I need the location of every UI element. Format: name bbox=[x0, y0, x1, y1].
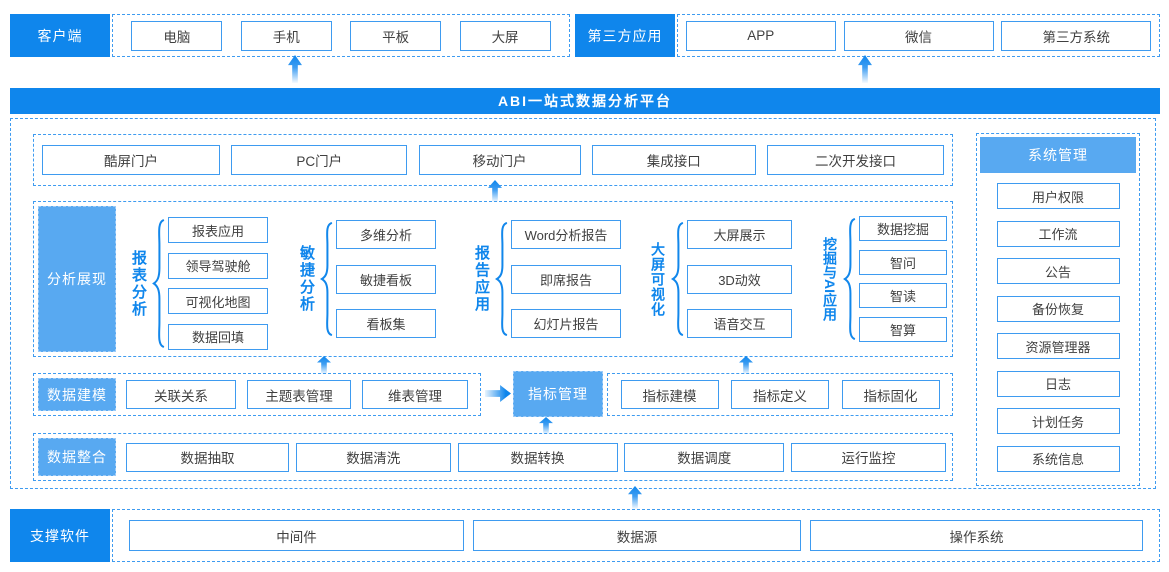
system-item-box: 公告 bbox=[996, 258, 1120, 284]
analysis-group: 报表分析 报表应用 领导驾驶舱 可视化地图 数据回填 bbox=[128, 217, 268, 350]
indicator-item-box: 指标固化 bbox=[841, 380, 940, 409]
integration-item-box: 数据调度 bbox=[624, 442, 785, 472]
analysis-item-box: 大屏展示 bbox=[687, 220, 792, 249]
brace-icon bbox=[495, 222, 508, 336]
right-arrow-icon bbox=[485, 385, 511, 402]
analysis-group-name: 报表分析 bbox=[130, 249, 147, 318]
analysis-item-box: 语音交互 bbox=[687, 309, 792, 338]
system-management-label: 系统管理 bbox=[980, 137, 1136, 173]
third-party-panel-label: 第三方应用 bbox=[575, 14, 675, 57]
system-management-container: 系统管理 用户权限 工作流 公告 备份恢复 资源管理器 日志 计划任务 系统信息 bbox=[976, 133, 1140, 486]
analysis-item-box: 智问 bbox=[859, 249, 947, 275]
support-item-box: 中间件 bbox=[129, 520, 464, 551]
analysis-section: 分析展现 报表分析 报表应用 领导驾驶舱 可视化地图 数据回填 敏捷分析 多维分… bbox=[33, 201, 953, 357]
system-item-box: 资源管理器 bbox=[996, 333, 1120, 359]
indicator-container: 指标建模 指标定义 指标固化 bbox=[607, 373, 953, 416]
analysis-item-box: 3D动效 bbox=[687, 264, 792, 294]
modeling-item-box: 维表管理 bbox=[362, 380, 468, 409]
analysis-group: 挖掘与AI应用 数据挖掘 智问 智读 智算 bbox=[820, 216, 947, 342]
analysis-group-name: 敏捷分析 bbox=[298, 245, 315, 313]
third-party-container: APP 微信 第三方系统 bbox=[677, 14, 1160, 57]
up-arrow-icon bbox=[539, 417, 553, 434]
modeling-item-box: 主题表管理 bbox=[247, 380, 351, 409]
analysis-item-box: 即席报告 bbox=[511, 264, 621, 294]
support-software-label: 支撑软件 bbox=[10, 509, 110, 562]
analysis-item-box: 多维分析 bbox=[336, 220, 436, 249]
third-party-box: 微信 bbox=[843, 20, 994, 51]
integration-container: 数据整合 数据抽取 数据清洗 数据转换 数据调度 运行监控 bbox=[33, 433, 953, 481]
third-party-box: APP bbox=[685, 20, 836, 51]
client-device-box: 手机 bbox=[240, 20, 332, 51]
system-item-box: 系统信息 bbox=[996, 445, 1120, 472]
modeling-section-label: 数据建模 bbox=[38, 378, 116, 411]
brace-icon bbox=[152, 219, 165, 348]
analysis-item-box: 可视化地图 bbox=[168, 288, 268, 315]
indicator-item-box: 指标定义 bbox=[731, 380, 829, 409]
analysis-item-box: Word分析报告 bbox=[511, 220, 621, 249]
analysis-group: 报告应用 Word分析报告 即席报告 幻灯片报告 bbox=[471, 220, 621, 338]
support-software-container: 中间件 数据源 操作系统 bbox=[112, 509, 1160, 562]
indicator-management-label: 指标管理 bbox=[513, 371, 603, 417]
indicator-item-box: 指标建模 bbox=[620, 380, 719, 409]
brace-icon bbox=[320, 222, 333, 336]
brace-icon bbox=[671, 222, 684, 336]
support-item-box: 操作系统 bbox=[810, 520, 1143, 551]
up-arrow-icon bbox=[858, 55, 872, 83]
client-device-box: 电脑 bbox=[131, 20, 223, 51]
modeling-item-box: 关联关系 bbox=[126, 380, 236, 409]
analysis-item-box: 幻灯片报告 bbox=[511, 309, 621, 338]
up-arrow-icon bbox=[628, 486, 642, 509]
analysis-item-box: 看板集 bbox=[336, 309, 436, 338]
modeling-container: 数据建模 关联关系 主题表管理 维表管理 bbox=[33, 373, 481, 416]
integration-item-box: 数据抽取 bbox=[126, 442, 289, 472]
system-item-box: 日志 bbox=[996, 370, 1120, 397]
system-item-box: 备份恢复 bbox=[996, 295, 1120, 322]
integration-item-box: 数据清洗 bbox=[295, 442, 451, 472]
client-panel-label: 客户端 bbox=[10, 14, 110, 57]
third-party-box: 第三方系统 bbox=[1001, 20, 1152, 51]
system-item-box: 用户权限 bbox=[996, 183, 1120, 209]
analysis-item-box: 数据挖掘 bbox=[859, 216, 947, 241]
up-arrow-icon bbox=[317, 356, 331, 374]
analysis-item-box: 敏捷看板 bbox=[336, 264, 436, 294]
analysis-group-name: 报告应用 bbox=[473, 245, 490, 313]
analysis-section-label: 分析展现 bbox=[38, 206, 116, 352]
analysis-item-box: 智算 bbox=[859, 316, 947, 342]
portal-box: 集成接口 bbox=[591, 145, 756, 175]
portal-box: 酷屏门户 bbox=[42, 145, 220, 175]
portal-container: 酷屏门户 PC门户 移动门户 集成接口 二次开发接口 bbox=[33, 134, 953, 186]
analysis-item-box: 报表应用 bbox=[168, 217, 268, 243]
client-devices-container: 电脑 手机 平板 大屏 bbox=[112, 14, 570, 57]
up-arrow-icon bbox=[739, 356, 753, 374]
portal-box: PC门户 bbox=[231, 145, 408, 175]
portal-box: 移动门户 bbox=[418, 145, 581, 175]
brace-icon bbox=[843, 218, 856, 340]
up-arrow-icon bbox=[288, 55, 302, 83]
analysis-group: 大屏可视化 大屏展示 3D动效 语音交互 bbox=[648, 220, 792, 338]
portal-box: 二次开发接口 bbox=[767, 145, 944, 175]
integration-section-label: 数据整合 bbox=[38, 438, 116, 476]
analysis-group-name: 大屏可视化 bbox=[650, 241, 666, 317]
client-device-box: 大屏 bbox=[459, 20, 551, 51]
analysis-item-box: 领导驾驶舱 bbox=[168, 252, 268, 279]
analysis-group: 敏捷分析 多维分析 敏捷看板 看板集 bbox=[296, 220, 436, 338]
platform-container: 酷屏门户 PC门户 移动门户 集成接口 二次开发接口 分析展现 报表分析 报表应… bbox=[10, 118, 1156, 489]
analysis-item-box: 智读 bbox=[859, 283, 947, 309]
integration-item-box: 数据转换 bbox=[457, 442, 618, 472]
system-item-box: 计划任务 bbox=[996, 408, 1120, 434]
platform-title-banner: ABI一站式数据分析平台 bbox=[10, 88, 1160, 114]
analysis-group-name: 挖掘与AI应用 bbox=[822, 237, 838, 321]
support-item-box: 数据源 bbox=[473, 520, 801, 551]
client-device-box: 平板 bbox=[350, 20, 442, 51]
analysis-item-box: 数据回填 bbox=[168, 323, 268, 350]
system-item-box: 工作流 bbox=[996, 220, 1120, 247]
integration-item-box: 运行监控 bbox=[791, 442, 946, 472]
